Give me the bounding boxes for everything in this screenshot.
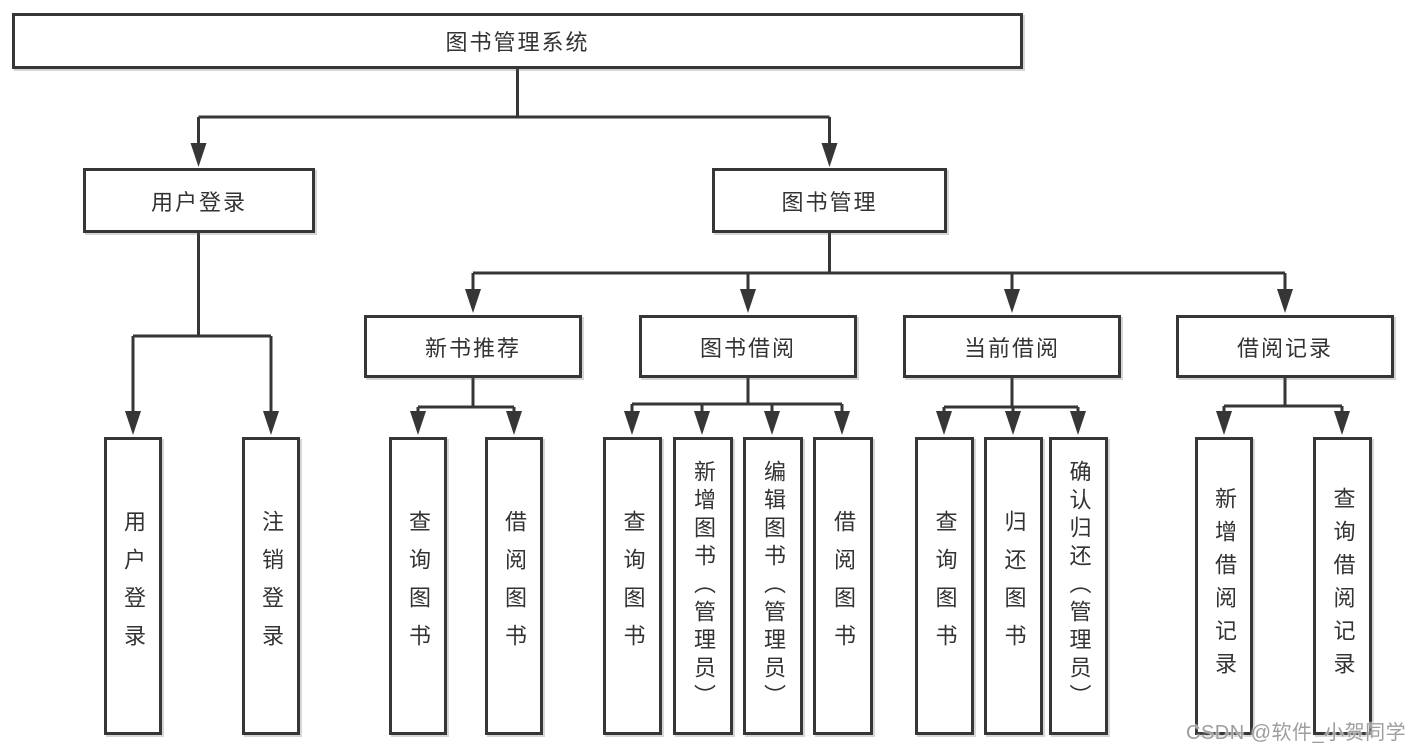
leaf-add-borrow-record: 新增借阅记录	[1195, 437, 1253, 735]
node-new-book-recommend: 新书推荐	[364, 315, 582, 378]
arrow-icon	[1005, 411, 1021, 435]
arrow-icon	[410, 411, 426, 435]
connector-root	[197, 69, 831, 150]
node-borrow-records-label: 借阅记录	[1236, 335, 1333, 361]
leaf-query-borrow-record-label: 查询借阅记录	[1330, 487, 1356, 685]
leaf-borrow-books-2: 借阅图书	[813, 437, 873, 735]
node-root-label: 图书管理系统	[445, 30, 590, 55]
leaf-add-borrow-record-label: 新增借阅记录	[1212, 487, 1237, 685]
leaf-user-login-label: 用户登录	[121, 510, 146, 662]
connector-current-borrowing	[942, 378, 1080, 418]
connector-new-book-recommend	[416, 378, 516, 418]
leaf-borrow-books-2-label: 借阅图书	[831, 510, 856, 662]
leaf-query-books-3-label: 查询图书	[932, 510, 958, 662]
leaf-confirm-return-admin-label: 确认归还（管理员）	[1066, 460, 1092, 712]
arrow-icon	[936, 411, 952, 435]
leaf-query-books-2: 查询图书	[603, 437, 662, 735]
arrow-icon	[506, 411, 522, 435]
node-user-login-label: 用户登录	[150, 189, 247, 215]
leaf-borrow-books-1-label: 借阅图书	[502, 510, 527, 662]
arrow-icon	[764, 411, 780, 435]
arrow-icon	[1277, 289, 1293, 313]
leaf-query-books-3: 查询图书	[915, 437, 974, 735]
connector-user-login	[131, 233, 273, 418]
arrow-icon	[821, 143, 838, 167]
arrow-icon	[1216, 411, 1232, 435]
leaf-return-book-label: 归还图书	[1001, 510, 1027, 662]
leaf-add-book-admin: 新增图书（管理员）	[673, 437, 733, 735]
node-user-login: 用户登录	[83, 168, 315, 233]
arrow-icon	[190, 143, 207, 167]
leaf-query-books-1: 查询图书	[389, 437, 447, 735]
arrow-icon	[1070, 411, 1086, 435]
arrow-icon	[740, 289, 756, 313]
arrow-icon	[624, 411, 640, 435]
connector-book-management	[471, 233, 1287, 296]
arrow-icon	[1004, 289, 1020, 313]
node-new-book-recommend-label: 新书推荐	[424, 335, 521, 361]
connector-book-borrowing	[630, 378, 844, 418]
arrow-icon	[834, 411, 850, 435]
leaf-query-books-1-label: 查询图书	[406, 510, 431, 662]
leaf-logout-label: 注销登录	[259, 510, 284, 662]
node-book-borrowing: 图书借阅	[639, 315, 857, 378]
node-current-borrowing: 当前借阅	[903, 315, 1121, 378]
node-root: 图书管理系统	[12, 13, 1023, 69]
leaf-logout: 注销登录	[242, 437, 300, 735]
leaf-confirm-return-admin: 确认归还（管理员）	[1049, 437, 1108, 735]
arrow-icon	[694, 411, 710, 435]
node-book-management-label: 图书管理	[781, 189, 878, 215]
arrow-icon	[263, 411, 279, 435]
arrow-icon	[1334, 411, 1350, 435]
leaf-query-books-2-label: 查询图书	[620, 510, 646, 662]
node-book-borrowing-label: 图书借阅	[699, 335, 796, 361]
node-book-management: 图书管理	[712, 168, 947, 233]
leaf-borrow-books-1: 借阅图书	[485, 437, 543, 735]
arrow-icon	[125, 411, 141, 435]
leaf-user-login: 用户登录	[104, 437, 162, 735]
node-borrow-records: 借阅记录	[1176, 315, 1394, 378]
node-current-borrowing-label: 当前借阅	[963, 335, 1060, 361]
arrow-icon	[465, 289, 481, 313]
connector-borrow-records	[1222, 378, 1344, 418]
leaf-edit-book-admin-label: 编辑图书（管理员）	[761, 460, 786, 712]
csdn-watermark: CSDN @软件_小贺同学	[1186, 722, 1405, 744]
leaf-add-book-admin-label: 新增图书（管理员）	[691, 460, 716, 712]
leaf-edit-book-admin: 编辑图书（管理员）	[743, 437, 803, 735]
leaf-return-book: 归还图书	[984, 437, 1043, 735]
leaf-query-borrow-record: 查询借阅记录	[1313, 437, 1372, 735]
